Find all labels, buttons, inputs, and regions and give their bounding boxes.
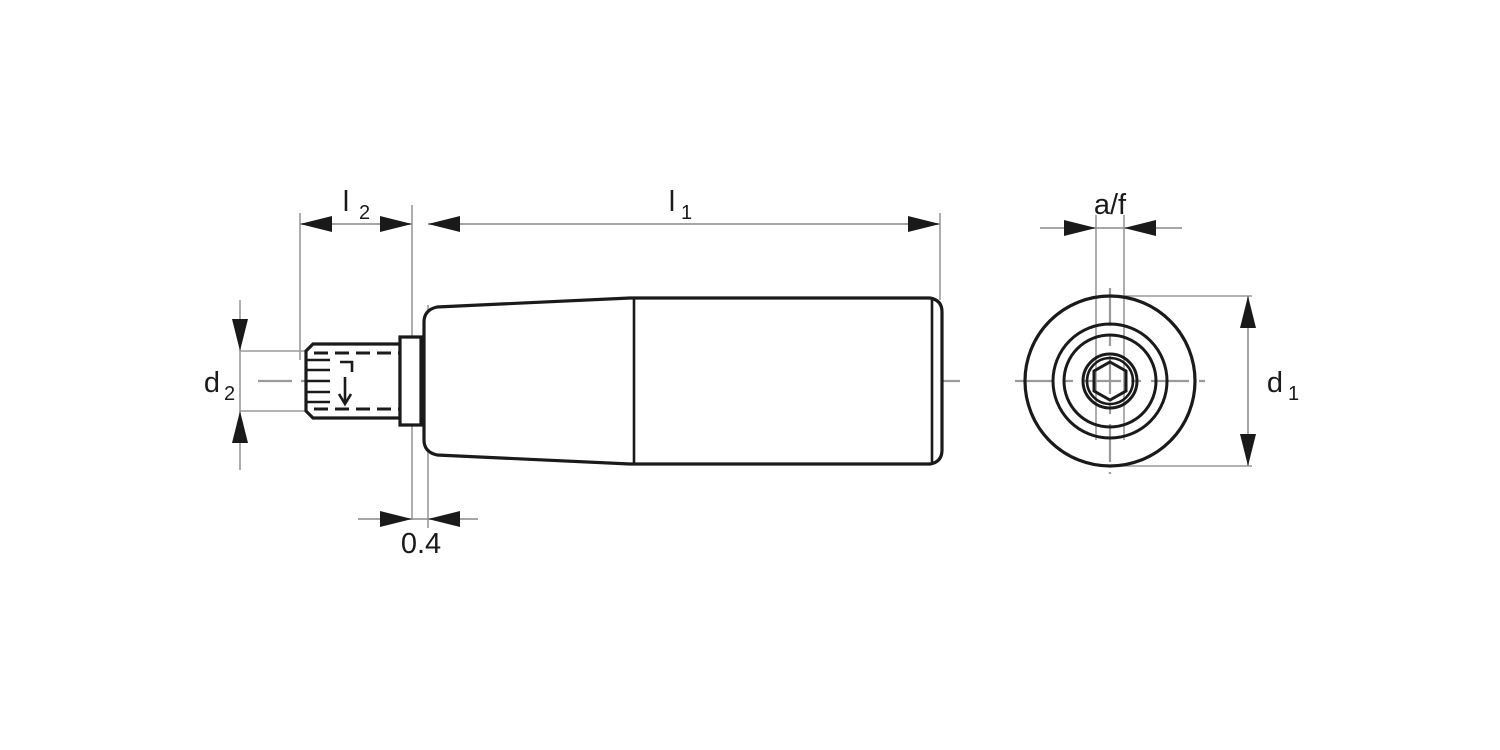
threaded-stud — [304, 342, 402, 420]
arrowhead-l1-right — [908, 216, 940, 232]
inner-circle-4 — [1085, 356, 1135, 406]
thread-direction-symbol — [337, 360, 354, 407]
arrowhead-d2-bottom — [232, 411, 248, 443]
dimension-l2: l 2 — [300, 186, 412, 232]
dimension-d2: d 2 — [204, 319, 248, 443]
arrowhead-d2-top — [232, 319, 248, 351]
inner-circle-3 — [1081, 352, 1139, 410]
dim-sub-d1: 1 — [1288, 383, 1299, 405]
arrowhead-l2-right — [380, 216, 412, 232]
dim-sub-l1: 1 — [681, 202, 692, 224]
dim-label-l2: l — [343, 186, 349, 218]
dim-label-d2: d — [204, 367, 220, 399]
collar — [398, 335, 423, 427]
side-elevation-view: l 2 l 1 d 2 0.4 — [204, 186, 960, 560]
handle-body — [422, 296, 944, 466]
stud-face-hatch — [305, 358, 330, 404]
dimension-l1: l 1 — [428, 186, 940, 232]
inner-circle-1 — [1051, 322, 1169, 440]
dim-sub-l2: 2 — [359, 202, 370, 224]
dimension-af: a/f — [1040, 189, 1182, 236]
dimension-d1: d 1 — [1240, 296, 1299, 466]
arrowhead-l1-left — [428, 216, 460, 232]
arrowhead-l2-left — [300, 216, 332, 232]
hex-socket — [1092, 360, 1128, 402]
arrowhead-af-left — [1064, 220, 1096, 236]
collar-outline — [398, 335, 423, 427]
dim-label-af: a/f — [1094, 189, 1127, 221]
arrowhead-af-right — [1124, 220, 1156, 236]
dim-label-04: 0.4 — [401, 528, 441, 560]
dimension-collar-thickness: 0.4 — [358, 511, 478, 560]
handle-body-outline — [422, 296, 944, 466]
dim-label-l1: l — [669, 186, 675, 218]
outer-circle — [1023, 294, 1197, 468]
dim-sub-d2: 2 — [224, 383, 235, 405]
end-elevation-view: a/f d 1 — [1015, 189, 1299, 474]
arrowhead-d1-top — [1240, 296, 1256, 328]
inner-circle-2 — [1062, 333, 1158, 429]
arrowhead-d1-bottom — [1240, 434, 1256, 466]
dim-label-d1: d — [1267, 367, 1283, 399]
arrowhead-04-left — [380, 511, 412, 527]
arrowhead-04-right — [428, 511, 460, 527]
